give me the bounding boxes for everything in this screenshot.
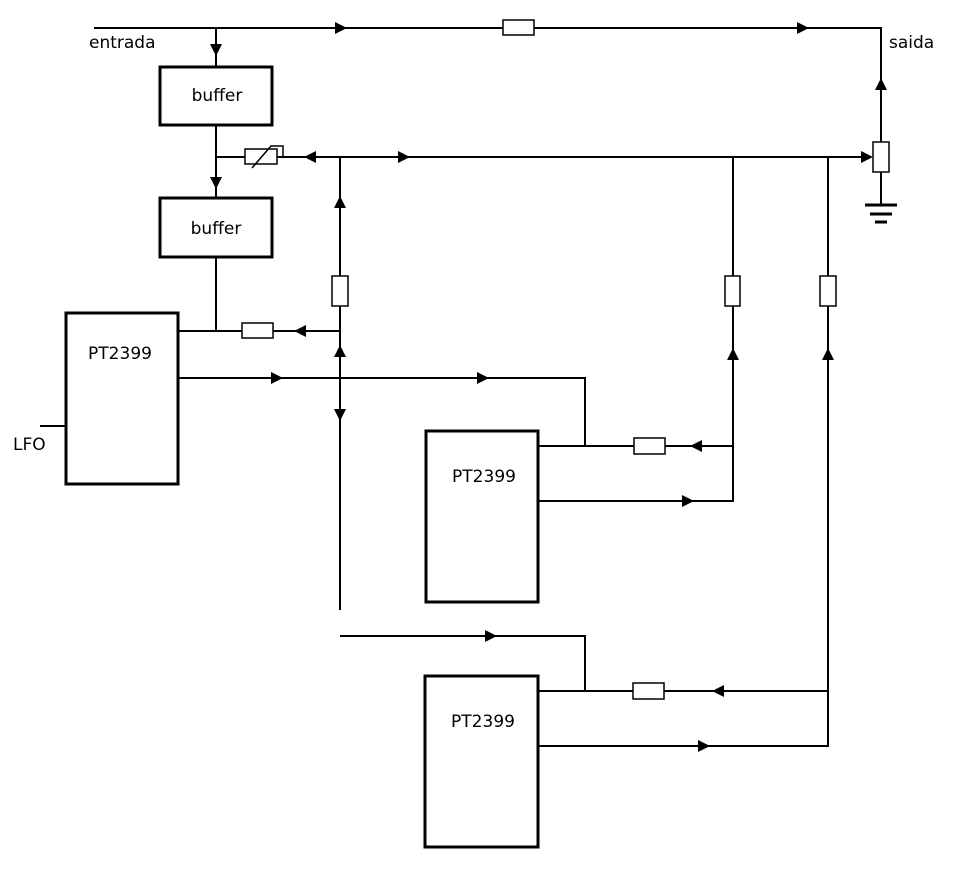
variable-resistor-icon — [244, 145, 284, 169]
arrows — [210, 22, 887, 752]
blocks — [64, 65, 540, 849]
buffer-block-1 — [158, 65, 274, 127]
arrow-right-icon — [861, 151, 873, 163]
output-label: saida — [889, 33, 934, 53]
arrow-up-icon — [822, 348, 834, 360]
arrow-left-icon — [712, 685, 724, 697]
ground-icon — [865, 203, 897, 224]
buffer-label-2: buffer — [191, 219, 242, 239]
buffer-label-1: buffer — [192, 86, 243, 106]
potentiometer-icon — [872, 141, 890, 173]
arrow-down-icon — [210, 177, 222, 189]
resistor-pt3-input — [632, 682, 665, 700]
resistor-feedback-2 — [724, 275, 741, 307]
arrow-right-icon — [698, 740, 710, 752]
pt2399-block-1 — [64, 311, 180, 486]
lfo-label: LFO — [13, 435, 46, 455]
arrow-up-icon — [727, 348, 739, 360]
wire-buffer2-pt1 — [179, 257, 217, 332]
resistor-top — [502, 19, 535, 36]
wire-pt3-out — [539, 306, 829, 747]
arrow-right-icon — [271, 372, 283, 384]
pt2399-label-2: PT2399 — [452, 467, 516, 487]
wire-top-line — [94, 27, 882, 142]
arrow-left-icon — [690, 440, 702, 452]
arrow-left-icon — [294, 325, 306, 337]
pt2399-block-2 — [424, 429, 540, 604]
wire-pt2-out — [539, 306, 734, 502]
arrow-right-icon — [477, 372, 489, 384]
wire-fb1-to-pt3 — [340, 635, 586, 691]
resistors — [241, 19, 837, 700]
resistor-feedback-3 — [819, 275, 837, 307]
resistor-pt2-input — [633, 437, 666, 455]
arrow-right-icon — [335, 22, 347, 34]
labels: entrada saida LFO buffer buffer PT2399 P… — [13, 33, 934, 732]
arrow-right-icon — [485, 630, 497, 642]
resistor-feedback-1 — [331, 275, 349, 307]
arrow-up-icon — [334, 345, 346, 357]
arrow-down-icon — [210, 44, 222, 56]
pt2399-label-3: PT2399 — [451, 712, 515, 732]
arrow-up-icon — [875, 78, 887, 90]
arrow-left-icon — [304, 151, 316, 163]
arrow-up-icon — [334, 196, 346, 208]
pt2399-label-1: PT2399 — [88, 344, 152, 364]
wire-pt1-out — [179, 377, 586, 446]
pt2399-block-3 — [423, 674, 540, 849]
arrow-down-icon — [334, 409, 346, 421]
buffer-block-2 — [158, 196, 274, 259]
resistor-pt1-input — [241, 322, 274, 339]
arrow-right-icon — [398, 151, 410, 163]
input-label: entrada — [89, 33, 156, 53]
arrow-right-icon — [797, 22, 809, 34]
arrow-right-icon — [682, 495, 694, 507]
